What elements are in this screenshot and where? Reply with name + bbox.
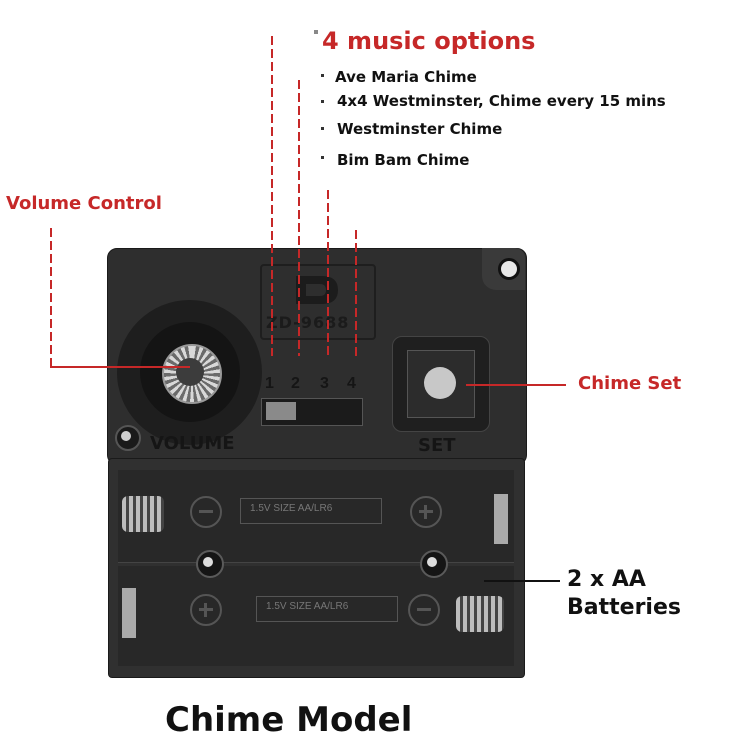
batteries-label-line1: 2 x AA	[567, 567, 646, 592]
option-westminster: Westminster Chime	[337, 120, 503, 138]
volume-pointer-line	[50, 228, 52, 368]
option-bim-bam: Bim Bam Chime	[337, 151, 470, 169]
battery-spring-icon	[456, 596, 504, 632]
option-bullet	[321, 100, 324, 103]
option-4x4-westminster: 4x4 Westminster, Chime every 15 mins	[337, 92, 666, 110]
option-bullet	[321, 156, 324, 159]
mount-hole-inner	[203, 557, 213, 567]
battery-slot-bottom	[118, 566, 514, 666]
chime-set-label: Chime Set	[578, 373, 682, 394]
minus-icon	[190, 496, 222, 528]
chime-set-pointer-line	[466, 384, 566, 386]
battery-contact-icon	[494, 494, 508, 544]
screw-hole-inner	[121, 431, 131, 441]
plus-icon	[190, 594, 222, 626]
battery-slot-top	[118, 470, 514, 563]
battery-text-top: 1.5V SIZE AA/LR6	[250, 503, 333, 514]
logo-box	[260, 264, 376, 340]
battery-label-top	[240, 498, 382, 524]
mount-hole-inner	[427, 557, 437, 567]
switch-number-2: 2	[291, 375, 300, 392]
title-bullet	[314, 30, 318, 34]
option-line-2	[298, 80, 300, 356]
set-text: SET	[418, 435, 456, 456]
batteries-label: 2 x AA Batteries	[567, 566, 681, 622]
option-line-1	[271, 36, 273, 356]
option-line-3	[327, 190, 329, 356]
switch-slider[interactable]	[266, 402, 296, 420]
plus-icon	[410, 496, 442, 528]
battery-contact-icon	[122, 588, 136, 638]
option-bullet	[321, 127, 324, 130]
switch-number-1: 1	[265, 375, 274, 392]
option-bullet	[321, 74, 324, 77]
battery-text-bottom: 1.5V SIZE AA/LR6	[266, 601, 349, 612]
volume-knob-center	[176, 358, 204, 386]
switch-number-3: 3	[320, 375, 329, 392]
volume-control-label: Volume Control	[6, 193, 162, 214]
battery-spring-icon	[122, 496, 164, 532]
battery-label-bottom	[256, 596, 398, 622]
set-button[interactable]	[424, 367, 456, 399]
switch-number-4: 4	[347, 375, 356, 392]
option-line-4	[355, 230, 357, 356]
chime-model-caption: Chime Model	[165, 700, 413, 740]
volume-text: VOLUME	[150, 433, 235, 454]
mount-hole	[498, 258, 520, 280]
music-options-title: 4 music options	[322, 27, 536, 55]
batteries-label-line2: Batteries	[567, 595, 681, 620]
model-code: ZD-9688	[266, 313, 350, 332]
option-ave-maria: Ave Maria Chime	[335, 68, 477, 86]
batteries-pointer-line	[484, 580, 560, 582]
minus-icon	[408, 594, 440, 626]
volume-pointer-line	[50, 366, 190, 368]
